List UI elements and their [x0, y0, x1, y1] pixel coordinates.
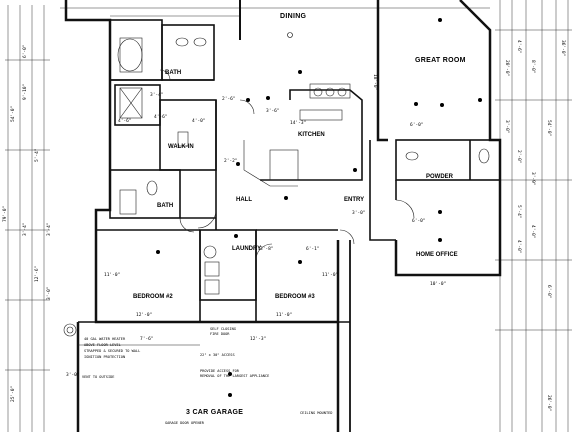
svg-text:20'-0": 20'-0"	[504, 60, 510, 76]
svg-text:REMOVAL OF THE LARGEST APPLIAN: REMOVAL OF THE LARGEST APPLIANCE	[200, 374, 269, 378]
room-label-powder: POWDER	[426, 174, 454, 180]
svg-text:8'-0": 8'-0"	[530, 60, 536, 74]
left-dimension-lines	[5, 5, 50, 432]
room-label-great-room: GREAT ROOM	[415, 57, 466, 64]
svg-text:CEILING MOUNTED: CEILING MOUNTED	[300, 411, 332, 415]
svg-text:ABOVE FLOOR LEVEL: ABOVE FLOOR LEVEL	[84, 343, 121, 347]
svg-text:54'-0": 54'-0"	[10, 106, 16, 122]
svg-text:6'-1": 6'-1"	[306, 246, 320, 252]
svg-text:VENT TO OUTSIDE: VENT TO OUTSIDE	[82, 375, 114, 379]
room-label-garage: 3 CAR GARAGE	[186, 409, 243, 416]
svg-text:6'-0": 6'-0"	[546, 285, 552, 299]
svg-text:12'-3": 12'-3"	[250, 336, 266, 342]
room-label-kitchen: KITCHEN	[298, 132, 325, 138]
svg-text:PROVIDE ACCESS FOR: PROVIDE ACCESS FOR	[200, 369, 240, 373]
svg-text:11'-0": 11'-0"	[104, 272, 120, 278]
svg-text:25'-0": 25'-0"	[10, 386, 16, 402]
room-label-entry: ENTRY	[344, 197, 364, 203]
room-label-bath-lower: BATH	[157, 203, 173, 209]
svg-text:4'-6": 4'-6"	[118, 118, 132, 124]
svg-text:3'-9": 3'-9"	[530, 172, 536, 186]
electrical-markers	[156, 18, 482, 397]
svg-text:2'-6": 2'-6"	[222, 96, 236, 102]
svg-text:IGNITION PROTECTION: IGNITION PROTECTION	[84, 355, 125, 359]
svg-text:9'-10": 9'-10"	[22, 84, 28, 100]
svg-text:6'-0": 6'-0"	[410, 122, 424, 128]
right-dimension-lines	[495, 0, 572, 432]
room-label-walk-in: WALK-IN	[168, 144, 194, 150]
svg-text:2'-0": 2'-0"	[516, 150, 522, 164]
svg-text:7'-6": 7'-6"	[140, 336, 154, 342]
svg-text:2'-2": 2'-2"	[224, 158, 238, 164]
svg-text:36'-0": 36'-0"	[560, 40, 566, 56]
svg-text:3'-4": 3'-4"	[22, 222, 28, 236]
svg-text:FIRE DOOR: FIRE DOOR	[210, 332, 230, 336]
svg-text:12'-6": 12'-6"	[34, 266, 40, 282]
svg-text:6'-0": 6'-0"	[22, 44, 28, 58]
svg-text:SELF CLOSING: SELF CLOSING	[210, 327, 236, 331]
room-label-bedroom3: BEDROOM #3	[275, 294, 315, 300]
svg-text:3'-0": 3'-0"	[352, 210, 366, 216]
svg-text:11'-0": 11'-0"	[322, 272, 338, 278]
svg-text:6'-0": 6'-0"	[412, 218, 426, 224]
svg-text:3'-0": 3'-0"	[66, 372, 80, 378]
exterior-walls	[64, 0, 502, 432]
svg-text:79'-0": 79'-0"	[2, 206, 8, 222]
svg-text:STRAPPED & SECURED TO WALL: STRAPPED & SECURED TO WALL	[84, 349, 140, 353]
svg-text:3'-0": 3'-0"	[504, 120, 510, 134]
room-label-home-office: HOME OFFICE	[416, 252, 458, 258]
fixtures	[63, 37, 490, 337]
svg-text:54'-0": 54'-0"	[546, 120, 552, 136]
svg-text:10'-0": 10'-0"	[430, 281, 446, 287]
svg-text:11'-0": 11'-0"	[276, 312, 292, 318]
dimension-labels: 18'-0" 20'-0" 3'-0" 4'-6" 2'-0" 5'-4" 4'…	[2, 40, 566, 411]
construction-notes: 40 GAL WATER HEATER ABOVE FLOOR LEVEL ST…	[82, 327, 332, 425]
svg-text:3'-4": 3'-4"	[46, 222, 52, 236]
svg-text:3'-4": 3'-4"	[150, 92, 164, 98]
svg-text:4'-0": 4'-0"	[530, 225, 536, 239]
svg-text:4'-6": 4'-6"	[516, 40, 522, 54]
room-label-laundry: LAUNDRY	[232, 246, 261, 252]
svg-text:4'-6": 4'-6"	[154, 114, 168, 120]
svg-text:18'-0": 18'-0"	[372, 74, 378, 90]
svg-text:4'-0": 4'-0"	[192, 118, 206, 124]
room-label-bath-upper: BATH	[165, 70, 181, 76]
room-label-bedroom2: BEDROOM #2	[133, 294, 173, 300]
room-label-dining: DINING	[280, 13, 307, 20]
svg-text:12'-0": 12'-0"	[136, 312, 152, 318]
svg-text:3'-8": 3'-8"	[260, 246, 274, 252]
svg-text:GARAGE DOOR OPENER: GARAGE DOOR OPENER	[165, 421, 205, 425]
svg-text:40 GAL WATER HEATER: 40 GAL WATER HEATER	[84, 337, 126, 341]
svg-text:3'-6": 3'-6"	[266, 108, 280, 114]
svg-text:26'-0": 26'-0"	[546, 395, 552, 411]
svg-text:4'-0": 4'-0"	[516, 240, 522, 254]
svg-text:5'-4": 5'-4"	[516, 205, 522, 219]
svg-text:22" x 30" ACCESS: 22" x 30" ACCESS	[200, 353, 235, 357]
door-swings	[159, 69, 415, 261]
interior-walls	[78, 19, 501, 346]
svg-text:14'-3": 14'-3"	[290, 120, 306, 126]
room-label-hall: HALL	[236, 197, 252, 203]
svg-text:3'-0": 3'-0"	[46, 286, 52, 300]
svg-text:5'-4": 5'-4"	[34, 148, 40, 162]
